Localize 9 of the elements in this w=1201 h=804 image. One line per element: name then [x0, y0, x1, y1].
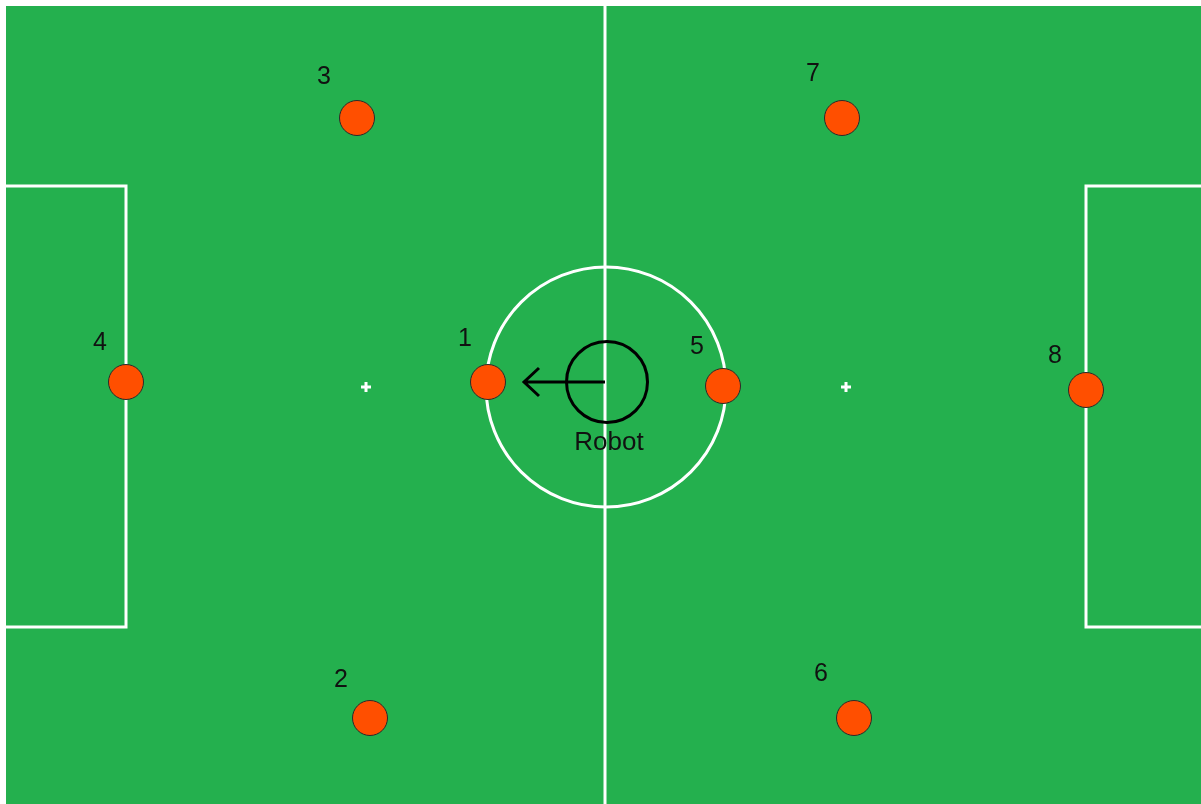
- number-label: 8: [1048, 342, 1062, 367]
- number-label: 1: [458, 325, 472, 350]
- number-label: 2: [334, 666, 348, 691]
- robot-circle: [565, 340, 649, 424]
- number-label: 6: [814, 660, 828, 685]
- number-label: 3: [317, 63, 331, 88]
- number-label: 7: [806, 60, 820, 85]
- number-label: 4: [93, 329, 107, 354]
- number-label: 5: [690, 333, 704, 358]
